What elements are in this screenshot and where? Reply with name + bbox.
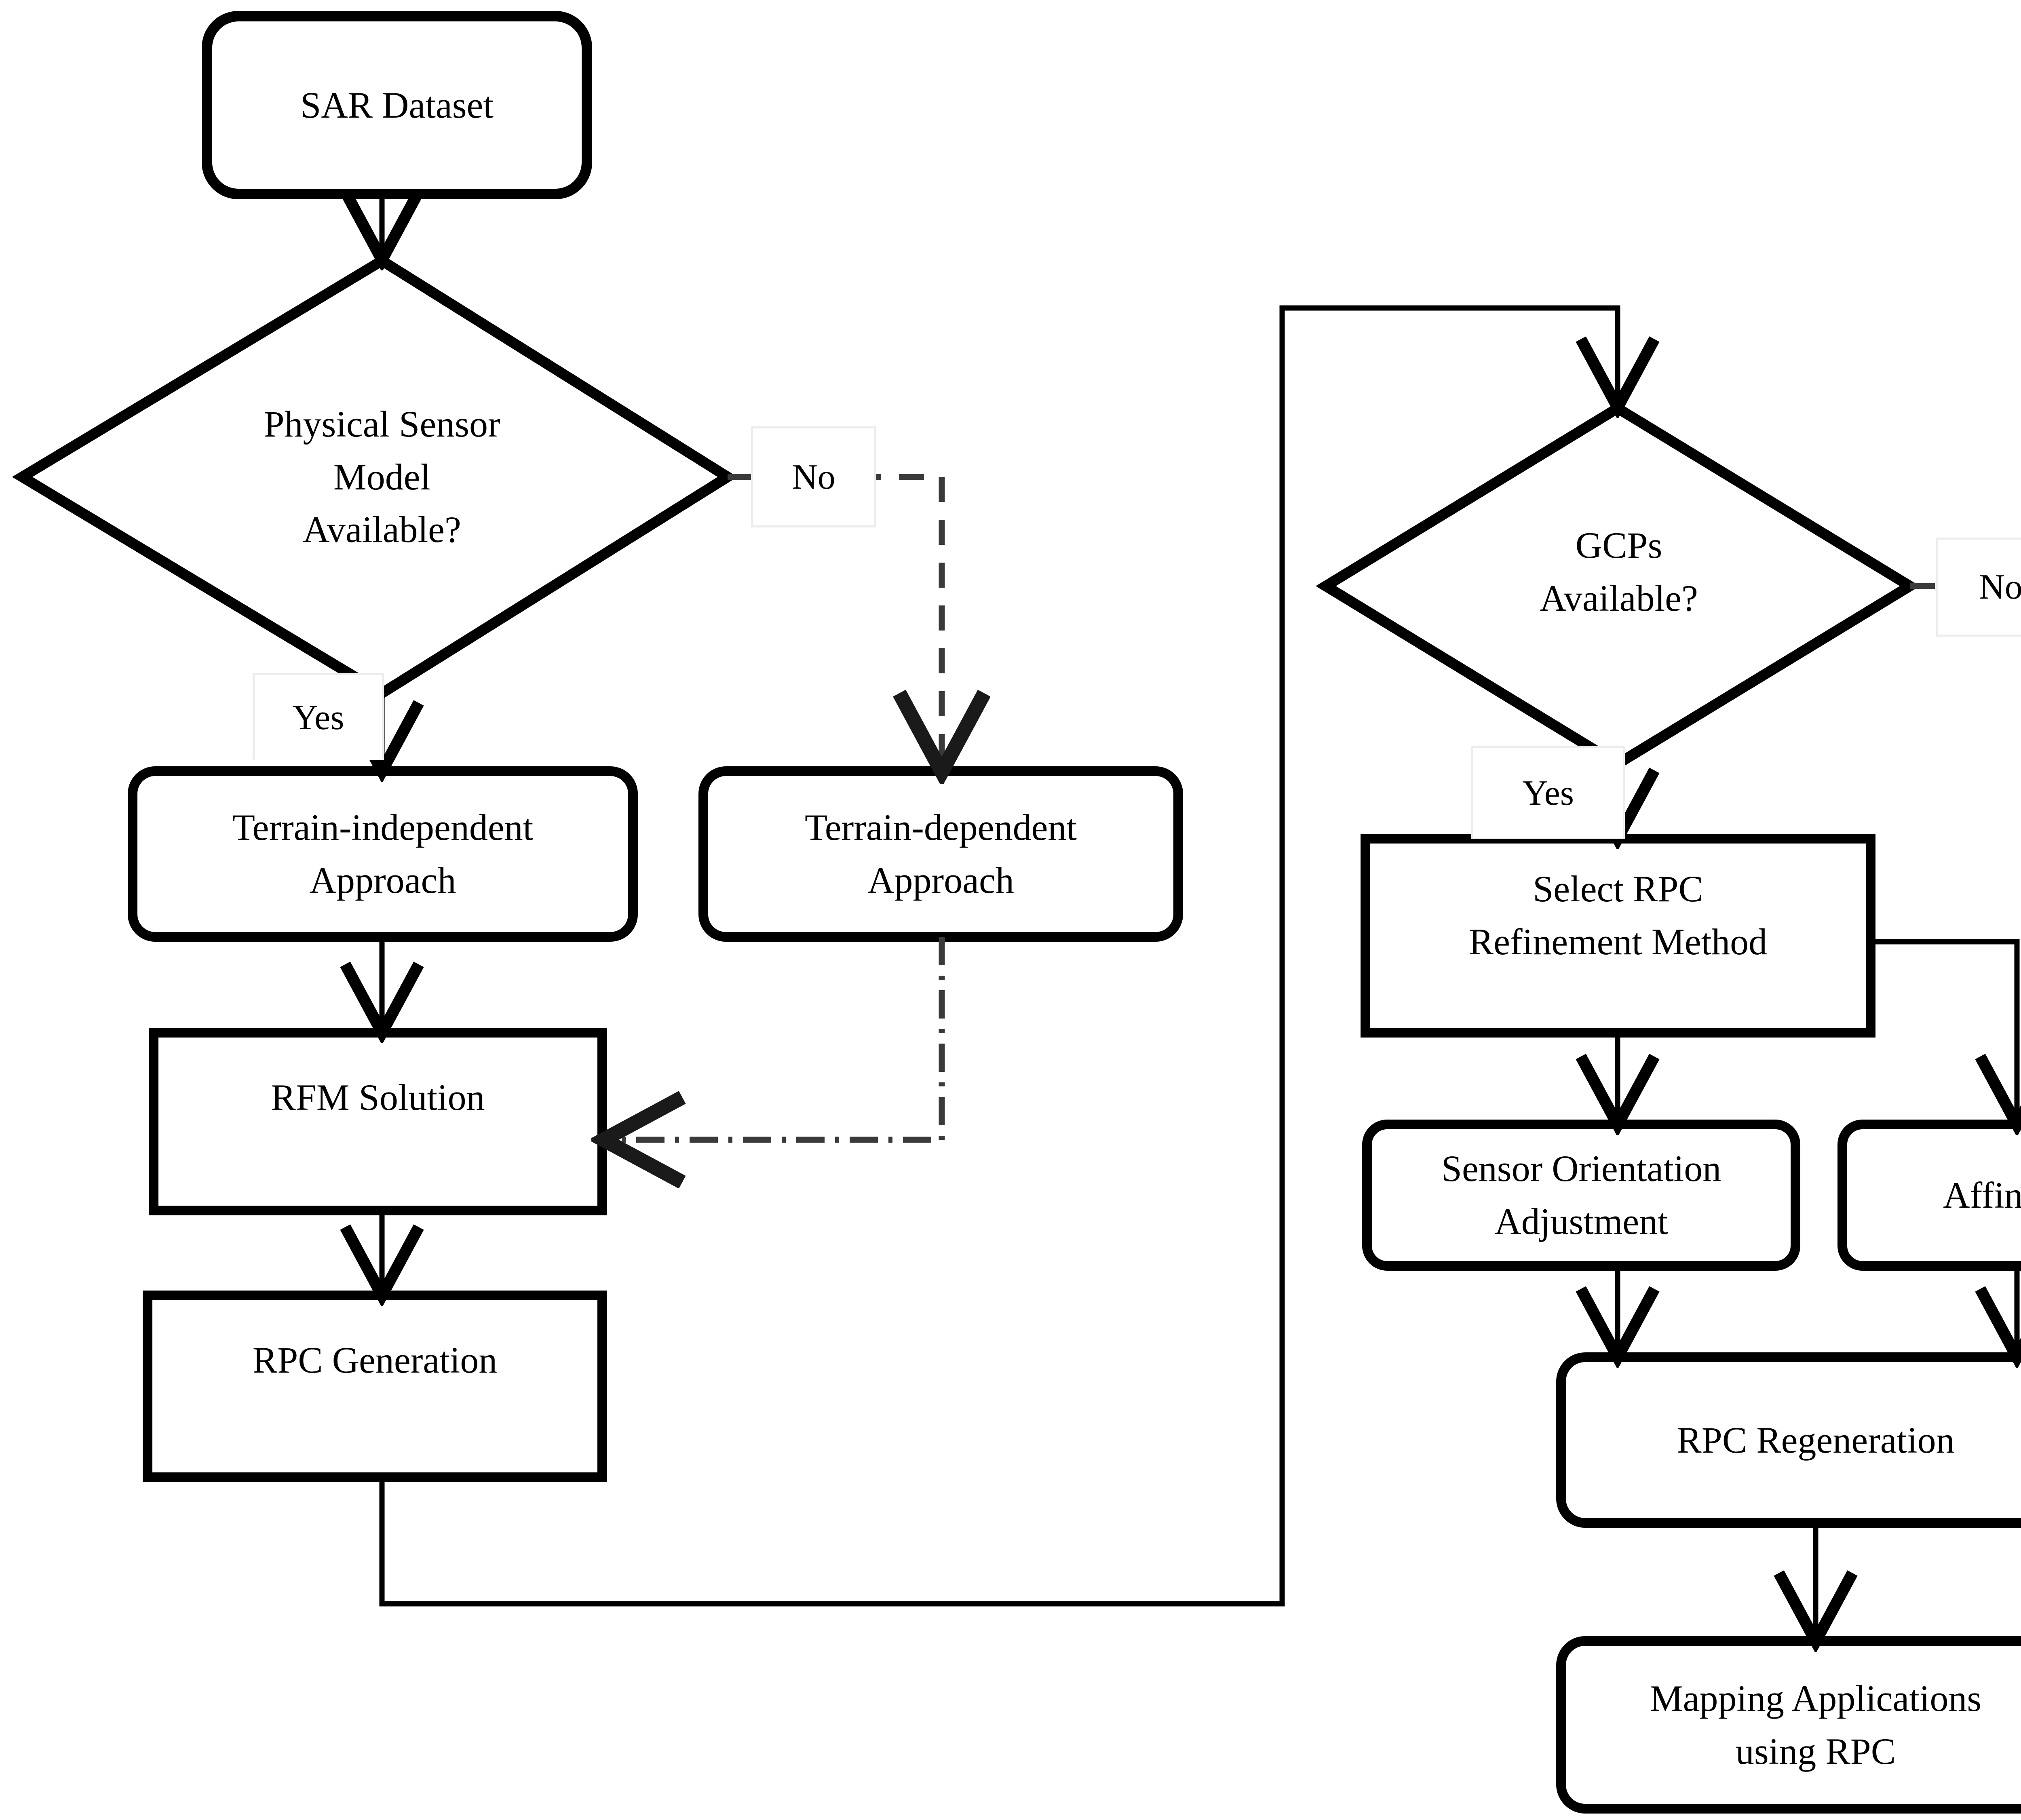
edge-select-rpc-to-affine-model xyxy=(1871,939,2017,1120)
edge-physical-sensor-no-to-terrain-dependent xyxy=(728,474,942,766)
edge-label-physical-sensor-yes: Yes xyxy=(253,673,384,760)
node-gcps-available xyxy=(1316,402,1920,770)
node-rpc-generation xyxy=(143,1291,607,1482)
node-rpc-regeneration xyxy=(1556,1352,2021,1528)
edge-label-gcps-no: No xyxy=(1936,538,2021,637)
node-select-rpc-refinement xyxy=(1361,834,1875,1038)
node-sensor-orientation xyxy=(1362,1120,1800,1271)
node-terrain-dependent xyxy=(698,766,1183,942)
node-mapping-applications xyxy=(1556,1636,2021,1814)
node-sar-dataset xyxy=(202,11,592,199)
edge-label-physical-sensor-no: No xyxy=(751,426,876,527)
node-rfm-solution xyxy=(149,1028,607,1215)
edge-terrain-dependent-to-rfm xyxy=(610,937,945,1140)
node-affine-model xyxy=(1837,1120,2021,1271)
node-terrain-independent xyxy=(128,766,638,942)
edge-rpc-generation-to-gcps xyxy=(379,305,1618,1607)
edge-label-gcps-yes: Yes xyxy=(1471,746,1625,839)
node-physical-sensor-model xyxy=(12,254,738,700)
